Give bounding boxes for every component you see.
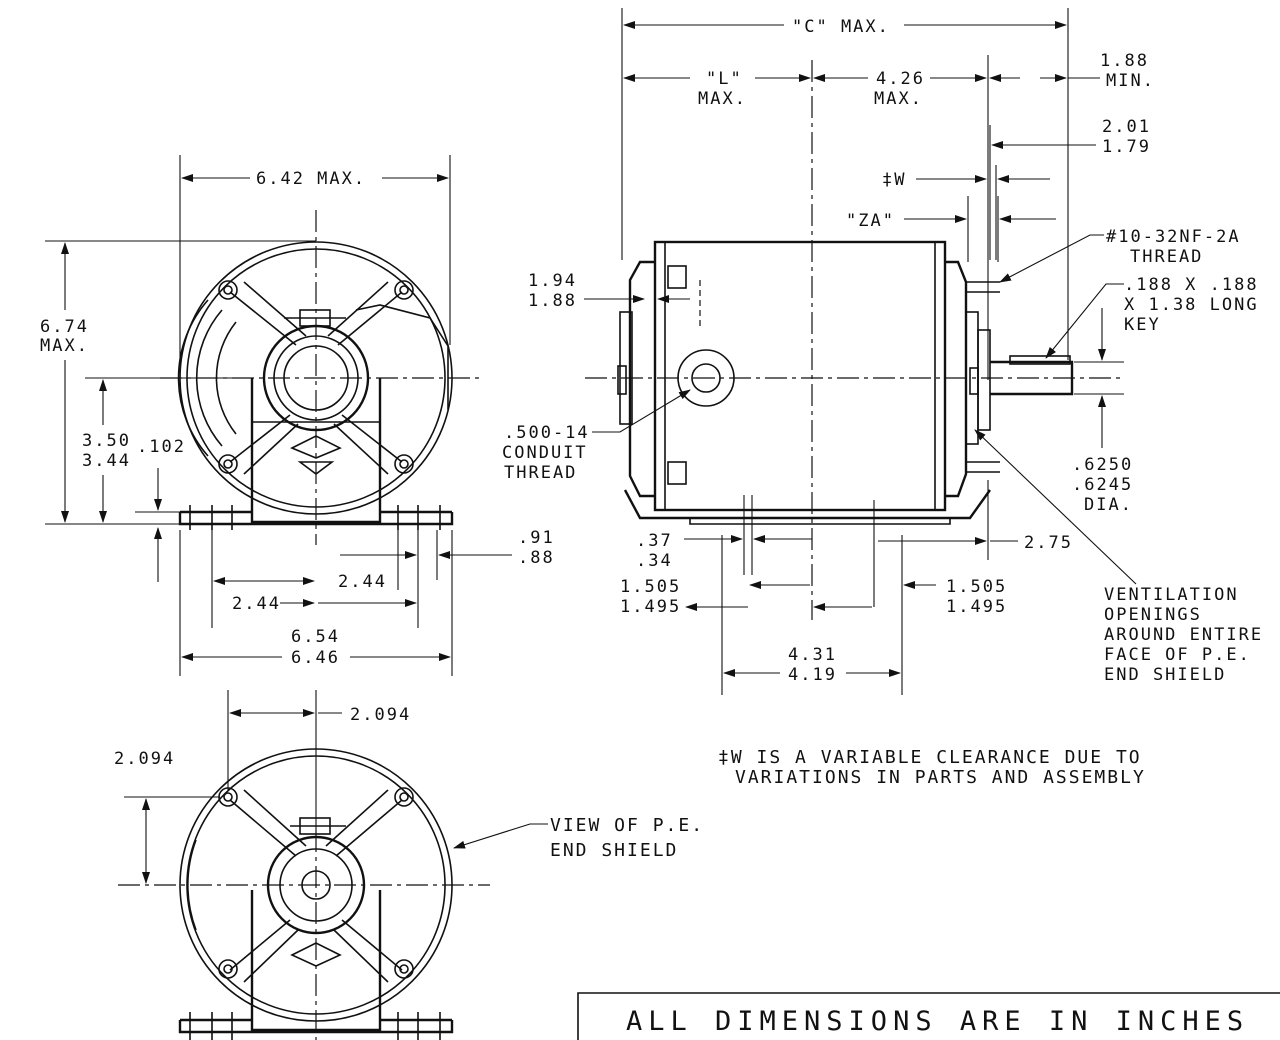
dim-key-len-2: 1.79	[1102, 137, 1151, 157]
pe-view-label-2: END SHIELD	[550, 840, 678, 861]
dim-foot-right-1: 1.505	[946, 577, 1007, 597]
dim-height-max-2: MAX.	[40, 336, 89, 356]
footnote-line-2: VARIATIONS IN PARTS AND ASSEMBLY	[735, 767, 1146, 788]
side-view	[585, 60, 1120, 620]
note-thread-1: #10-32NF-2A	[1106, 227, 1241, 247]
dim-426-1: 4.26	[876, 69, 925, 89]
note-vent-5: END SHIELD	[1104, 665, 1226, 685]
dim-foot-span-1: 4.31	[788, 645, 837, 665]
pe-view-label-1: VIEW OF P.E.	[550, 815, 704, 836]
dim-conduit-pos-1: 1.94	[528, 271, 577, 291]
dim-base-width-1: 6.54	[291, 627, 340, 647]
dim-shaft-min-1: 1.88	[1100, 51, 1149, 71]
front-view-dimensions: 6.42 MAX. 6.74 MAX. 3.50 3.44 .102 .91 .…	[40, 155, 555, 676]
note-thread-2: THREAD	[1130, 247, 1203, 267]
dim-c-max: "C" MAX.	[792, 17, 890, 37]
dim-height-max-1: 6.74	[40, 317, 89, 337]
note-key-2: X 1.38 LONG	[1124, 295, 1259, 315]
side-view-dimensions: "C" MAX. "L" MAX. 4.26 MAX. 1.88 MIN. 2.…	[502, 8, 1263, 695]
dim-foot-left-2: 1.495	[620, 597, 681, 617]
units-note-box: ALL DIMENSIONS ARE IN INCHES	[577, 992, 1280, 1040]
note-conduit-2: CONDUIT	[502, 443, 588, 463]
dim-l-max-2: MAX.	[698, 89, 747, 109]
note-vent-2: OPENINGS	[1104, 605, 1202, 625]
dim-slot-width-1: .91	[518, 528, 555, 548]
note-conduit-1: .500-14	[504, 423, 590, 443]
footnote: ‡W IS A VARIABLE CLEARANCE DUE TO VARIAT…	[718, 747, 1146, 788]
footnote-line-1: ‡W IS A VARIABLE CLEARANCE DUE TO	[718, 747, 1142, 768]
dim-shaft-height-2: 3.44	[82, 451, 131, 471]
note-key-3: KEY	[1124, 315, 1161, 335]
note-vent-1: VENTILATION	[1104, 585, 1239, 605]
dim-foot-span-2: 4.19	[788, 665, 837, 685]
dim-foot-right-2: 1.495	[946, 597, 1007, 617]
dim-shaft-height-1: 3.50	[82, 431, 131, 451]
dim-za-label: "ZA"	[846, 211, 895, 231]
dim-foot-pos: 2.75	[1024, 533, 1073, 553]
units-note: ALL DIMENSIONS ARE IN INCHES	[626, 1006, 1249, 1037]
dim-foot-thickness: .102	[137, 437, 186, 457]
note-vent-3: AROUND ENTIRE	[1104, 625, 1263, 645]
dim-l-max-1: "L"	[706, 69, 743, 89]
dim-slot-2: .34	[636, 551, 673, 571]
note-key-1: .188 X .188	[1124, 275, 1259, 295]
dim-conduit-pos-2: 1.88	[528, 291, 577, 311]
dim-shaft-dia-1: .6250	[1072, 455, 1133, 475]
dim-half-spacing-left: 2.44	[232, 594, 281, 614]
dim-base-width-2: 6.46	[291, 648, 340, 668]
dim-slot-1: .37	[636, 531, 673, 551]
dim-426-2: MAX.	[874, 89, 923, 109]
pe-view-dimensions: 2.094 2.094 VIEW OF P.E. END SHIELD	[114, 690, 704, 884]
dim-width-max: 6.42 MAX.	[256, 169, 366, 189]
note-conduit-3: THREAD	[504, 463, 577, 483]
dim-half-spacing-right: 2.44	[338, 572, 387, 592]
dim-pe-vert: 2.094	[114, 749, 175, 769]
front-view	[160, 210, 480, 545]
dim-shaft-min-2: MIN.	[1106, 71, 1155, 91]
dim-shaft-dia-2: .6245	[1072, 475, 1133, 495]
dim-w-label: ‡W	[882, 170, 906, 190]
dim-pe-horiz: 2.094	[350, 705, 411, 725]
dim-shaft-dia-3: DIA.	[1084, 495, 1133, 515]
dim-slot-width-2: .88	[518, 548, 555, 568]
note-vent-4: FACE OF P.E.	[1104, 645, 1251, 665]
pe-end-shield-view	[118, 748, 490, 1040]
dim-key-len-1: 2.01	[1102, 117, 1151, 137]
dim-foot-left-1: 1.505	[620, 577, 681, 597]
